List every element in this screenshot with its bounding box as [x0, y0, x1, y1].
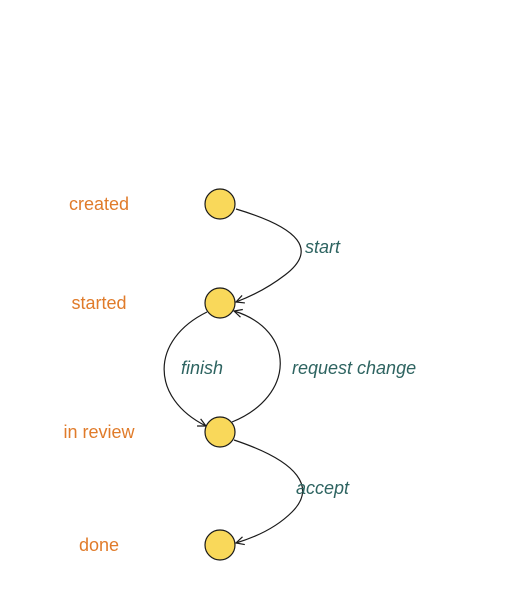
node-done: [204, 529, 236, 561]
transition-label-start: start: [305, 237, 341, 257]
edge-start: [236, 208, 302, 302]
transition-label-request-change: request change: [292, 358, 417, 378]
node-created: [204, 188, 236, 220]
edge-request-change: [231, 311, 281, 423]
state-label-done: done: [78, 535, 120, 555]
state-label-in-review: in review: [63, 422, 135, 442]
state-label-started: started: [71, 293, 127, 313]
transition-label-accept: accept: [296, 478, 350, 498]
transition-label-finish: finish: [181, 358, 224, 378]
node-in-review: [204, 416, 236, 448]
edge-finish: [163, 311, 208, 426]
state-label-created: created: [68, 194, 130, 214]
edge-accept: [233, 439, 303, 543]
node-started: [204, 287, 236, 319]
